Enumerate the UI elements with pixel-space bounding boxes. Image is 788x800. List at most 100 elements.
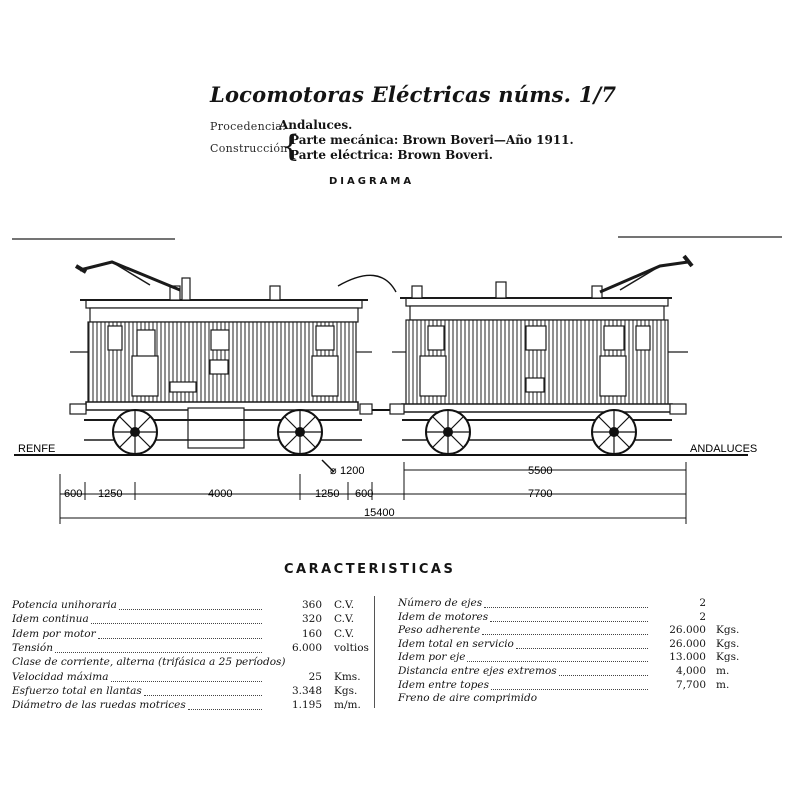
characteristic-unit: C.V.	[334, 599, 355, 611]
dim-left-4: 600	[355, 488, 373, 500]
characteristic-unit: m.	[716, 665, 730, 677]
characteristic-value: 26.000	[669, 624, 706, 637]
characteristic-value: 26.000	[669, 637, 706, 650]
label-andaluces: ANDALUCES	[690, 443, 757, 455]
wheel-diameter-arrow	[321, 459, 335, 473]
characteristic-label: Idem entre topes	[398, 678, 490, 691]
characteristic-unit: Kgs.	[334, 684, 358, 697]
diagram-heading: DIAGRAMA	[329, 176, 415, 187]
characteristic-value: 320	[301, 613, 322, 626]
characteristic-unit: m.	[716, 678, 730, 691]
diameter-symbol: ⌀	[330, 465, 337, 477]
leader-dots	[110, 667, 262, 682]
characteristic-label: Idem de motores	[398, 610, 489, 623]
characteristic-unit: voltios	[334, 641, 369, 654]
dim-top: 5500	[528, 465, 552, 477]
characteristic-value: 6.000	[291, 641, 322, 654]
characteristic-label: Clase de corriente, alterna (trifásica a…	[12, 656, 286, 669]
right-car-wheels	[425, 409, 637, 455]
leader-dots	[97, 624, 262, 639]
characteristic-label: Peso adherente	[398, 624, 481, 637]
characteristic-value: 13.000	[669, 651, 706, 664]
characteristic-label: Idem total en servicio	[398, 637, 514, 650]
characteristic-label: Velocidad máxima	[12, 670, 109, 683]
dim-total: 15400	[364, 507, 395, 519]
left-car-body	[69, 260, 373, 449]
characteristic-label: Diámetro de las ruedas motrices	[12, 699, 186, 712]
dim-left-2: 4000	[208, 488, 232, 500]
characteristic-value: 4,000	[675, 665, 706, 677]
characteristic-value: 3.348	[291, 684, 322, 697]
right-car-body	[389, 254, 694, 441]
leader-dots	[143, 681, 262, 696]
characteristic-label: Idem por eje	[398, 651, 466, 664]
characteristic-label: Esfuerzo total en llantas	[12, 684, 142, 697]
procedencia-label: Procedencia:	[210, 120, 287, 133]
leader-dots	[515, 634, 648, 649]
characteristic-label: Potencia unihoraria	[12, 599, 117, 611]
characteristic-row: Diámetro de las ruedas motrices 1.195 m/m.	[12, 698, 372, 712]
characteristic-row: Tensión 6.000 voltios	[12, 641, 372, 655]
characteristic-value: 1.195	[291, 699, 322, 712]
characteristic-row: Idem continua 320 C.V.	[12, 612, 372, 626]
characteristic-unit: Kgs.	[716, 637, 740, 650]
characteristic-row: Potencia unihoraria 360 C.V.	[12, 598, 372, 612]
construccion-label: Construcción	[210, 142, 288, 155]
leader-dots	[558, 661, 648, 676]
leader-dots	[482, 620, 648, 636]
catenary-lines	[12, 236, 782, 240]
characteristic-value: 360	[301, 599, 322, 611]
leader-dots	[491, 675, 648, 690]
characteristic-row: Velocidad máxima 25 Kms.	[12, 670, 372, 684]
wheel-diameter-label: 1200	[340, 465, 364, 477]
leader-dots	[484, 593, 648, 608]
characteristic-unit: C.V.	[334, 613, 355, 626]
characteristic-value: 2	[699, 610, 706, 623]
characteristic-unit: Kgs.	[716, 651, 740, 664]
characteristic-row: Idem entre topes 7,700 m.	[398, 678, 758, 692]
dim-left-1: 1250	[98, 488, 122, 500]
characteristic-unit: Kms.	[334, 670, 361, 683]
locomotive-diagram: RENFE ANDALUCES 1200 ⌀ 5500 600 1250 400…	[12, 236, 782, 524]
characteristic-row: Idem de motores 2	[398, 610, 758, 624]
leader-dots	[490, 607, 648, 622]
characteristic-label: Freno de aire comprimido	[398, 692, 538, 705]
brace-symbol: {	[281, 129, 301, 164]
characteristic-label: Número de ejes	[398, 597, 483, 609]
parte-electrica: Parte eléctrica: Brown Boveri.	[290, 148, 493, 162]
column-divider	[374, 596, 375, 708]
leader-dots	[187, 695, 262, 711]
leader-dots	[118, 595, 262, 610]
characteristic-label: Idem por motor	[12, 627, 96, 640]
characteristic-label: Idem continua	[12, 613, 89, 626]
characteristic-row: Esfuerzo total en llantas 3.348 Kgs.	[12, 684, 372, 698]
leader-dots	[55, 638, 262, 653]
label-renfe: RENFE	[18, 443, 55, 455]
characteristic-unit: m/m.	[334, 699, 361, 712]
characteristic-row: Idem por motor 160 C.V.	[12, 627, 372, 641]
characteristic-row: Freno de aire comprimido	[398, 691, 758, 705]
dimension-lines	[59, 462, 687, 524]
characteristic-unit: C.V.	[334, 627, 355, 640]
characteristic-row: Idem total en servicio 26.000 Kgs.	[398, 637, 758, 651]
leader-dots	[467, 647, 648, 663]
characteristic-row: Número de ejes 2	[398, 596, 758, 610]
page-title: Locomotoras Eléctricas núms. 1/7	[210, 82, 617, 107]
characteristic-value: 25	[308, 670, 322, 683]
characteristic-value: 160	[301, 627, 322, 640]
dim-left-0: 600	[64, 488, 82, 500]
leader-dots	[90, 609, 262, 625]
characteristic-label: Distancia entre ejes extremos	[398, 665, 557, 677]
dim-right: 7700	[528, 488, 552, 500]
characteristic-unit: Kgs.	[716, 624, 740, 637]
characteristic-row: Peso adherente 26.000 Kgs.	[398, 623, 758, 637]
characteristic-row: Clase de corriente, alterna (trifásica a…	[12, 655, 372, 669]
characteristics-heading: CARACTERISTICAS	[284, 562, 456, 577]
characteristic-value: 7,700	[675, 678, 706, 691]
characteristic-value: 2	[699, 597, 706, 609]
characteristic-row: Distancia entre ejes extremos 4,000 m.	[398, 664, 758, 678]
characteristic-label: Tensión	[12, 641, 53, 654]
dim-left-3: 1250	[315, 488, 339, 500]
characteristic-row: Idem por eje 13.000 Kgs.	[398, 650, 758, 664]
procedencia-value: Andaluces.	[279, 118, 353, 132]
